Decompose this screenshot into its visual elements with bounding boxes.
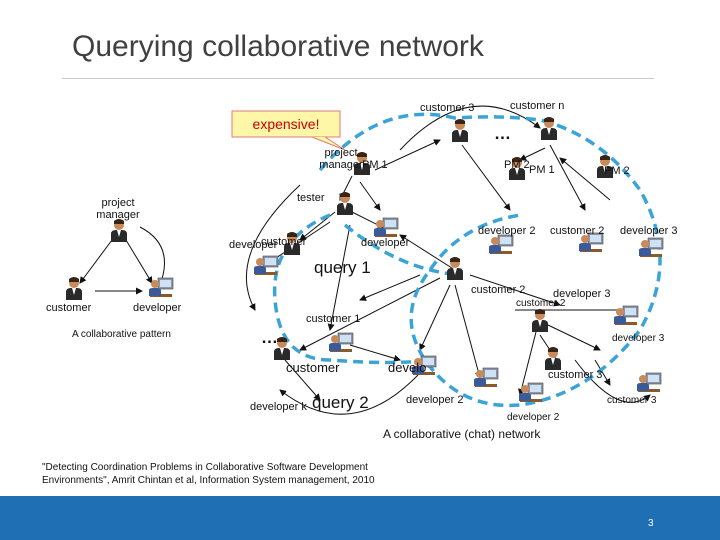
- label-developer-2-a: developer 2: [478, 225, 536, 237]
- developer-2-c-icon: [518, 382, 544, 403]
- customer-3-person-icon: [452, 119, 468, 142]
- citation-line-1: "Detecting Coordination Problems in Coll…: [42, 462, 368, 473]
- label-pm1-a: PM 1: [362, 159, 388, 171]
- label-developer-3-a: developer 3: [620, 225, 678, 237]
- ellipsis-top: …: [494, 124, 511, 143]
- customer-3-b-person-icon: [545, 347, 561, 370]
- label-customer-1: customer 1: [306, 313, 361, 325]
- callout-box: [231, 110, 341, 138]
- page-number: 3: [648, 518, 654, 529]
- label-customer-b: customer: [286, 360, 340, 375]
- label-developer-3-c: developer 3: [612, 333, 665, 344]
- developer-2-b-icon: [473, 367, 499, 388]
- developer-1-icon: [328, 332, 354, 353]
- label-pm2-b: PM 2: [604, 165, 630, 177]
- label-customer-n: customer n: [510, 100, 565, 112]
- label-tester: tester: [297, 192, 325, 204]
- label-developer-3-b: developer 3: [553, 288, 611, 300]
- label-customer-3-c: customer 3: [607, 395, 657, 406]
- customer-2-b-person-icon: [532, 309, 548, 332]
- label-query-2: query 2: [312, 393, 369, 412]
- label-pm1-b: PM 1: [529, 164, 555, 176]
- label-customer-3-b: customer 3: [548, 369, 603, 381]
- customer-2-person-icon: [447, 257, 463, 280]
- developer-b-icon: [373, 217, 399, 238]
- label-developer-left: developer: [133, 302, 182, 314]
- label-developer-2-b: developer 2: [406, 394, 464, 406]
- footer-bar: [0, 496, 720, 540]
- developer-3-b-icon: [613, 305, 639, 326]
- tester-person-icon: [337, 192, 353, 215]
- label-query-1: query 1: [314, 258, 371, 277]
- developer-2-icon: [488, 234, 514, 255]
- label-developer-b: developer: [361, 237, 410, 249]
- label-customer-2-b: customer 2: [471, 284, 526, 296]
- label-pm2-a: PM 2: [504, 159, 530, 171]
- slide-title: Querying collaborative network: [72, 30, 484, 63]
- label-customer-2-a: customer 2: [550, 225, 605, 237]
- callout-pointer: [311, 136, 346, 151]
- manager-person-icon: [111, 219, 127, 242]
- customer-3-c-icon: [636, 372, 662, 393]
- pattern-arrow-curve: [139, 226, 166, 286]
- label-customer-left: customer: [46, 302, 92, 314]
- ellipsis-mid: …: [261, 328, 278, 347]
- network-caption: A collaborative (chat) network: [383, 427, 541, 441]
- pattern-arrow-manager-developer: [125, 239, 153, 284]
- label-project-manager: project manager: [319, 147, 363, 171]
- developer-a-icon: [253, 255, 279, 276]
- developer-workstation-icon: [148, 277, 174, 298]
- label-develo: develo: [388, 360, 427, 375]
- citation: "Detecting Coordination Problems in Coll…: [42, 461, 375, 487]
- pattern-arrow-manager-customer: [79, 239, 113, 284]
- label-developer-a: developer: [229, 239, 278, 251]
- callout-text: expensive!: [252, 116, 320, 132]
- label-developer-2-c: developer 2: [507, 412, 560, 423]
- label-project-manager-left: project manager: [96, 197, 140, 221]
- citation-line-2: Environments", Amrit Chintan et al, Info…: [42, 475, 375, 486]
- label-developer-k: developer k: [250, 401, 307, 413]
- pattern-caption: A collaborative pattern: [72, 329, 171, 340]
- customer-person-icon: [66, 277, 82, 300]
- title-divider: [62, 78, 654, 79]
- label-customer-a: customer: [261, 236, 307, 248]
- network-edges: [245, 105, 651, 415]
- label-customer-2-c: customer 2: [516, 298, 566, 309]
- developer-3-icon: [638, 237, 664, 258]
- label-customer-3-top: customer 3: [420, 102, 475, 114]
